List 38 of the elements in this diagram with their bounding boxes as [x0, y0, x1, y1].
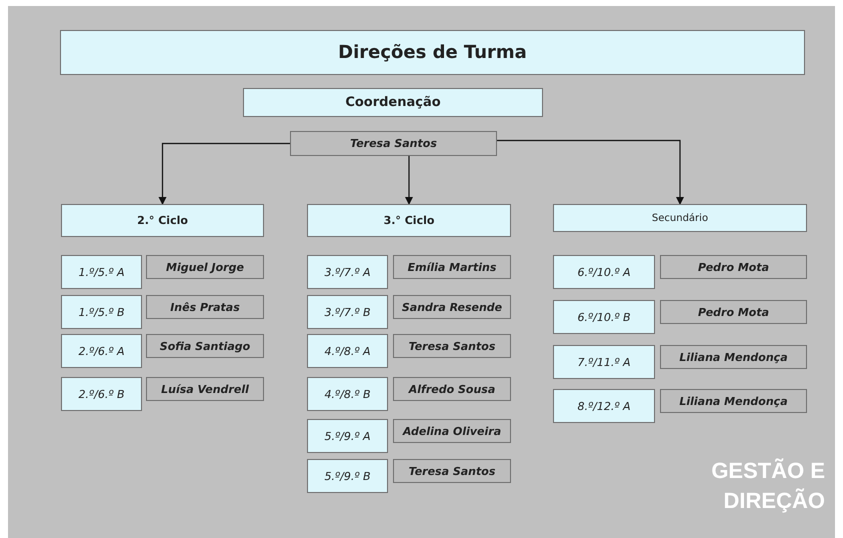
teacher-box: Liliana Mendonça [660, 345, 807, 369]
class-box: 8.º/12.º A [553, 389, 655, 423]
class-box: 7.º/11.º A [553, 345, 655, 379]
class-box: 2.º/6.º B [61, 377, 142, 411]
coordination-box: Coordenação [243, 88, 543, 117]
cycle-header-box: 3.° Ciclo [307, 204, 511, 237]
section-label: GESTÃO E DIREÇÃO [710, 457, 825, 515]
class-box: 5.º/9.º A [307, 419, 388, 453]
arrow [497, 140, 684, 205]
class-box: 2.º/6.º A [61, 334, 142, 368]
cycle-header-box: 2.° Ciclo [61, 204, 264, 237]
teacher-box: Inês Pratas [146, 295, 264, 319]
teacher-box: Alfredo Sousa [393, 377, 511, 401]
class-box: 3.º/7.º B [307, 295, 388, 329]
arrow [405, 156, 413, 205]
teacher-box: Miguel Jorge [146, 255, 264, 279]
class-box: 3.º/7.º A [307, 255, 388, 289]
arrow [158, 142, 290, 205]
teacher-box: Sandra Resende [393, 295, 511, 319]
teacher-box: Luísa Vendrell [146, 377, 264, 401]
class-box: 4.º/8.º A [307, 334, 388, 368]
teacher-box: Teresa Santos [393, 459, 511, 483]
teacher-box: Emília Martins [393, 255, 511, 279]
teacher-box: Adelina Oliveira [393, 419, 511, 443]
class-box: 6.º/10.º A [553, 255, 655, 289]
class-box: 5.º/9.º B [307, 459, 388, 493]
teacher-box: Sofia Santiago [146, 334, 264, 358]
teacher-box: Teresa Santos [393, 334, 511, 358]
teacher-box: Pedro Mota [660, 255, 807, 279]
title-banner: Direções de Turma [60, 30, 805, 75]
class-box: 6.º/10.º B [553, 300, 655, 334]
class-box: 1.º/5.º A [61, 255, 142, 289]
coordinator-box: Teresa Santos [290, 131, 497, 156]
class-box: 1.º/5.º B [61, 295, 142, 329]
teacher-box: Pedro Mota [660, 300, 807, 324]
cycle-header-box: Secundário [553, 204, 807, 232]
teacher-box: Liliana Mendonça [660, 389, 807, 413]
class-box: 4.º/8.º B [307, 377, 388, 411]
